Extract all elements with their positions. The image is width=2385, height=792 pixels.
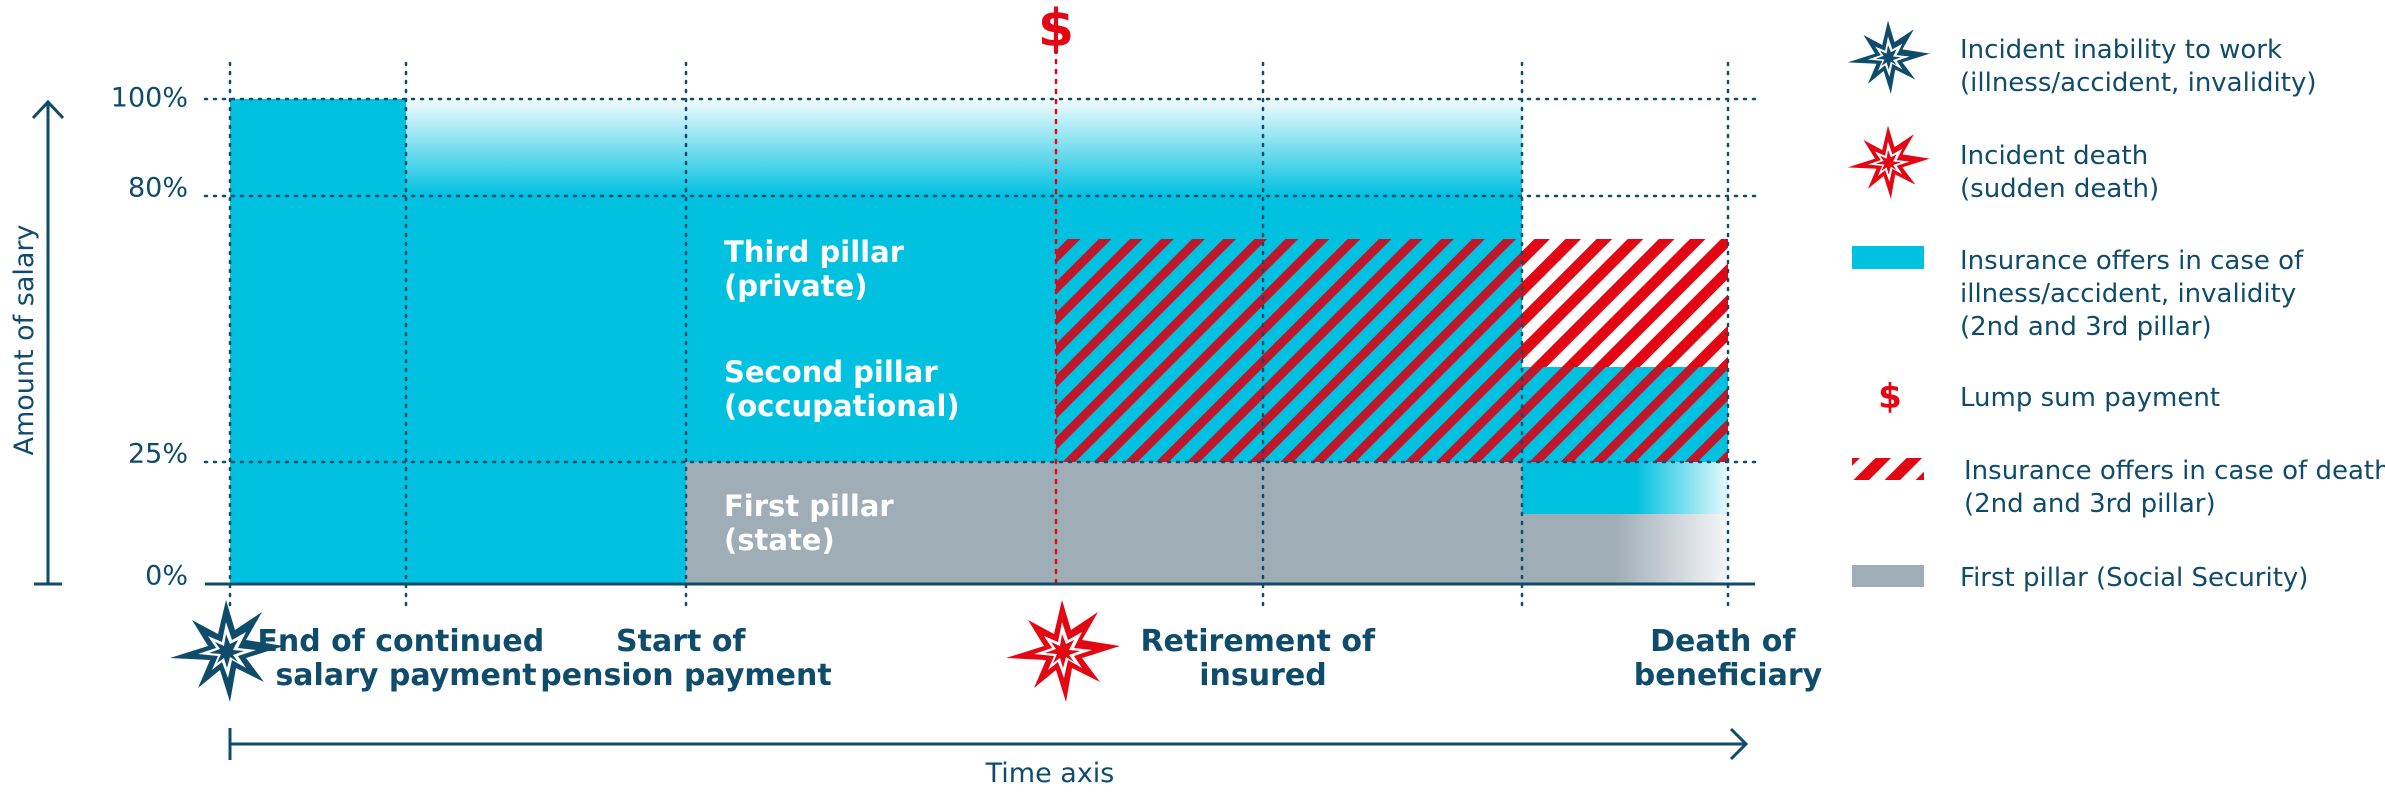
- legend-item-inability: Incident inability to work (illness/acci…: [1960, 35, 2317, 98]
- second-pillar-line1: Second pillar: [724, 355, 938, 389]
- first-pillar-label: First pillar (state): [724, 489, 904, 557]
- grid-lines: [203, 61, 1757, 614]
- y-axis-arrow: [31, 99, 65, 586]
- legend-item-first-pillar: First pillar (Social Security): [1960, 563, 2308, 593]
- after-death-cyan: [1522, 462, 1728, 514]
- y-tick-label: 80%: [128, 173, 188, 204]
- event-retirement: Retirement of insured: [1140, 624, 1385, 693]
- first-pillar-line1: First pillar: [724, 489, 894, 523]
- death-hatch-area: [1056, 239, 1522, 462]
- x-axis-title: Time axis: [985, 758, 1115, 789]
- second-pillar-line2: (occupational): [724, 389, 960, 423]
- second-pillar-label: Second pillar (occupational): [724, 355, 960, 423]
- after-death-gray: [1522, 514, 1728, 584]
- y-tick-label: 25%: [128, 439, 188, 470]
- after-death-hatch-dark: [1522, 367, 1728, 462]
- legend-item-death: Incident death (sudden death): [1960, 141, 2159, 204]
- full-salary-area: [230, 99, 406, 584]
- third-pillar-line2: (private): [724, 269, 868, 303]
- legend-item-insurance-death: Insurance offers in case of death (2nd a…: [1964, 456, 2385, 519]
- lump-sum-dollar-icon: $: [1038, 0, 1074, 59]
- legend-cyan-bar-icon: [1852, 246, 1924, 269]
- legend-gray-bar-icon: [1852, 565, 1924, 587]
- after-death-hatch-top: [1522, 239, 1728, 367]
- upper-fade-area: [406, 99, 1522, 196]
- legend-red-hatch-icon: [1852, 458, 1924, 480]
- first-pillar-area: [686, 462, 1522, 584]
- third-pillar-label: Third pillar (private): [724, 235, 914, 303]
- event-death: Death of beneficiary: [1634, 624, 1823, 693]
- y-axis-title: Amount of salary: [9, 224, 40, 455]
- legend-red-star-icon: [1847, 125, 1930, 199]
- legend: Incident inability to work (illness/acci…: [1847, 20, 2385, 593]
- y-tick-label: 0%: [145, 561, 188, 592]
- event-start-pension: Start of pension payment: [540, 624, 831, 693]
- y-tick-label: 100%: [111, 83, 188, 114]
- legend-blue-star-icon: [1847, 20, 1930, 95]
- first-pillar-line2: (state): [724, 523, 835, 557]
- red-star-icon: [1006, 600, 1120, 702]
- areas: [230, 99, 1728, 584]
- legend-item-lump-sum: Lump sum payment: [1960, 383, 2220, 413]
- third-pillar-line1: Third pillar: [724, 235, 905, 269]
- cyan-80-area: [406, 196, 686, 584]
- blue-star-icon: [170, 600, 284, 702]
- x-axis-arrow: [228, 727, 1749, 761]
- event-end-salary: End of continued salary payment: [257, 624, 554, 693]
- legend-dollar-icon: $: [1878, 377, 1902, 417]
- legend-item-insurance-illness: Insurance offers in case of illness/acci…: [1960, 246, 2311, 342]
